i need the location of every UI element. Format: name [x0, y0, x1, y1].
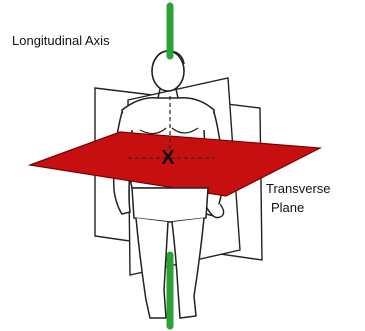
transverse-plane-label-line2: Plane	[271, 200, 304, 215]
intersection-marker: X	[161, 147, 175, 169]
transverse-plane-label-line1: Transverse	[266, 181, 331, 196]
figure-right-leg	[172, 218, 204, 318]
longitudinal-axis-label: Longitudinal Axis	[12, 33, 110, 48]
figure-hips	[132, 188, 208, 222]
